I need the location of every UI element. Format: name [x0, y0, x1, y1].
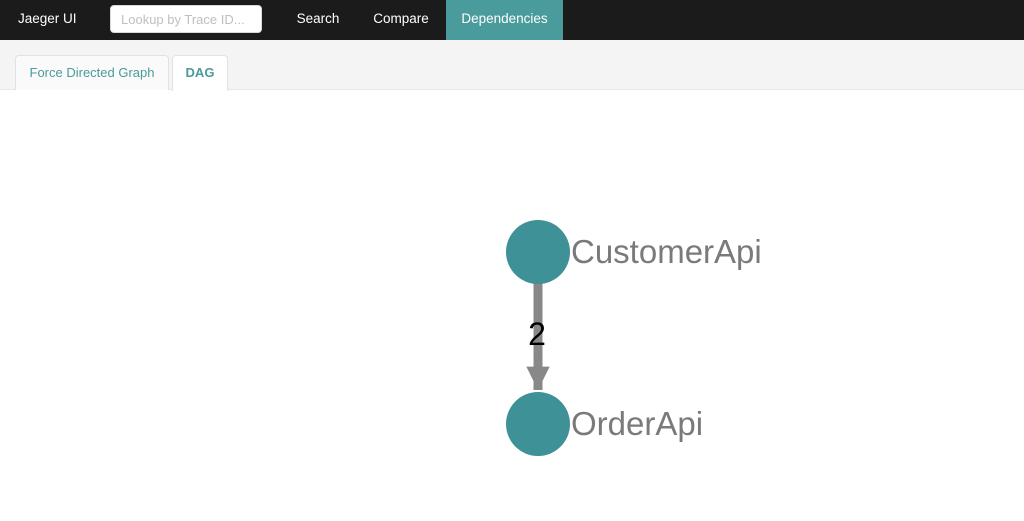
nav-compare[interactable]: Compare: [373, 11, 429, 26]
node-label: CustomerApi: [571, 233, 762, 270]
edge-call-count: 2: [528, 316, 546, 352]
dependency-view-tabs: Force Directed Graph DAG: [0, 40, 1024, 91]
dag-svg: 2 CustomerApi OrderApi: [506, 220, 762, 456]
nav-dependencies[interactable]: Dependencies: [446, 0, 563, 40]
graph-node-customerapi[interactable]: CustomerApi: [506, 220, 762, 284]
top-nav-bar: Jaeger UI Search Compare Dependencies: [0, 0, 1024, 40]
graph-node-orderapi[interactable]: OrderApi: [506, 392, 703, 456]
nav-search[interactable]: Search: [296, 11, 340, 26]
node-circle: [506, 220, 570, 284]
trace-id-lookup-input[interactable]: [110, 5, 262, 33]
dependency-graph-canvas[interactable]: 2 CustomerApi OrderApi: [0, 91, 1024, 516]
node-label: OrderApi: [571, 405, 703, 442]
tab-force-directed-graph[interactable]: Force Directed Graph: [15, 55, 169, 90]
node-circle: [506, 392, 570, 456]
tab-dag[interactable]: DAG: [172, 55, 228, 91]
brand-link[interactable]: Jaeger UI: [18, 11, 77, 26]
graph-edge[interactable]: 2: [526, 283, 550, 390]
